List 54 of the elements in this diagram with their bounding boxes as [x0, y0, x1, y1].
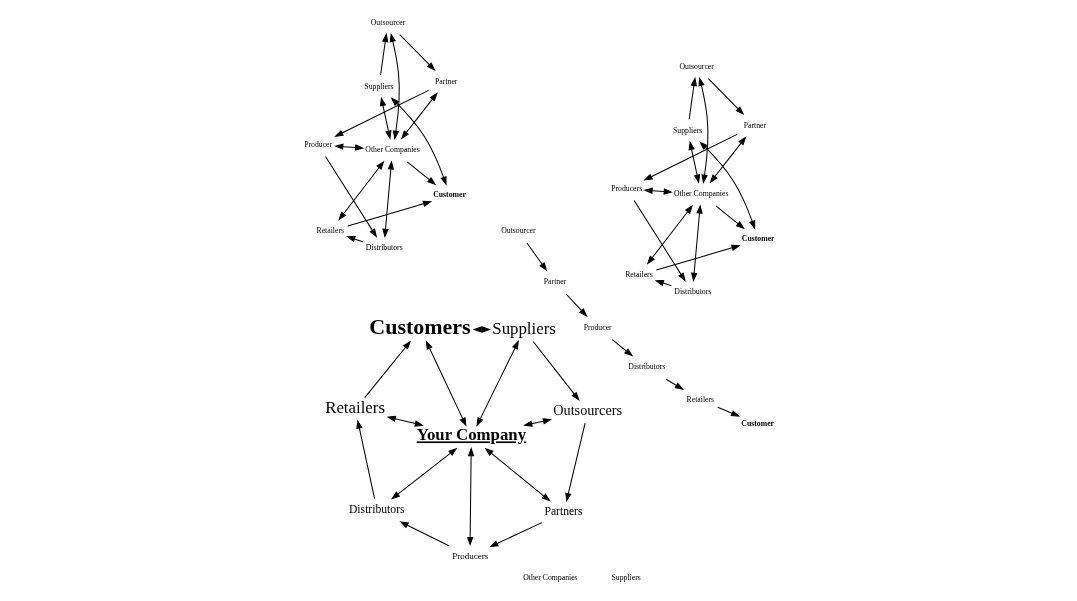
arrow — [333, 143, 364, 151]
arrow — [698, 141, 755, 230]
arrow — [466, 447, 474, 547]
arrow — [655, 244, 741, 271]
arrow — [646, 204, 693, 265]
arrow — [525, 242, 547, 272]
arrow — [633, 200, 686, 282]
arrow — [688, 76, 697, 120]
arrow — [381, 160, 394, 238]
arrow — [484, 447, 551, 502]
arrow — [386, 415, 424, 427]
arrow — [564, 293, 588, 317]
arrow — [346, 200, 432, 227]
arrow — [564, 422, 586, 503]
arrow — [522, 418, 552, 427]
arrow — [389, 32, 400, 140]
arrow — [707, 78, 744, 116]
node-text: Partners — [543, 505, 583, 519]
arrow — [333, 89, 429, 137]
arrow — [664, 378, 684, 390]
arrow — [642, 187, 673, 195]
arrow — [611, 339, 633, 357]
node-text: Customers — [368, 313, 471, 339]
node-text: Your Company — [416, 425, 526, 445]
arrow — [355, 419, 375, 500]
arrow — [390, 447, 457, 500]
arrow — [532, 341, 580, 402]
arrow — [363, 340, 411, 399]
node-text: Producers — [451, 550, 488, 561]
arrow — [337, 160, 384, 221]
arrow — [406, 161, 436, 186]
node-text: Outsourcers — [552, 402, 622, 419]
arrow — [390, 97, 447, 186]
node-text: Suppliers — [491, 318, 556, 338]
arrow — [709, 136, 746, 184]
arrow — [642, 133, 738, 181]
arrow — [488, 522, 542, 548]
arrow — [425, 340, 466, 427]
arrow — [379, 32, 388, 76]
arrow — [398, 34, 436, 72]
arrow — [324, 156, 377, 238]
arrow — [716, 406, 740, 417]
arrow — [697, 76, 708, 184]
arrow — [654, 280, 672, 287]
arrow — [714, 205, 745, 230]
arrow — [345, 236, 363, 243]
arrow — [688, 140, 700, 184]
arrow — [398, 521, 450, 547]
arrow — [379, 96, 392, 140]
arrow — [690, 204, 703, 282]
arrow — [400, 92, 438, 140]
node-text: Retailers — [324, 398, 385, 418]
node-text: Distributors — [348, 503, 405, 517]
arrow — [475, 340, 519, 427]
